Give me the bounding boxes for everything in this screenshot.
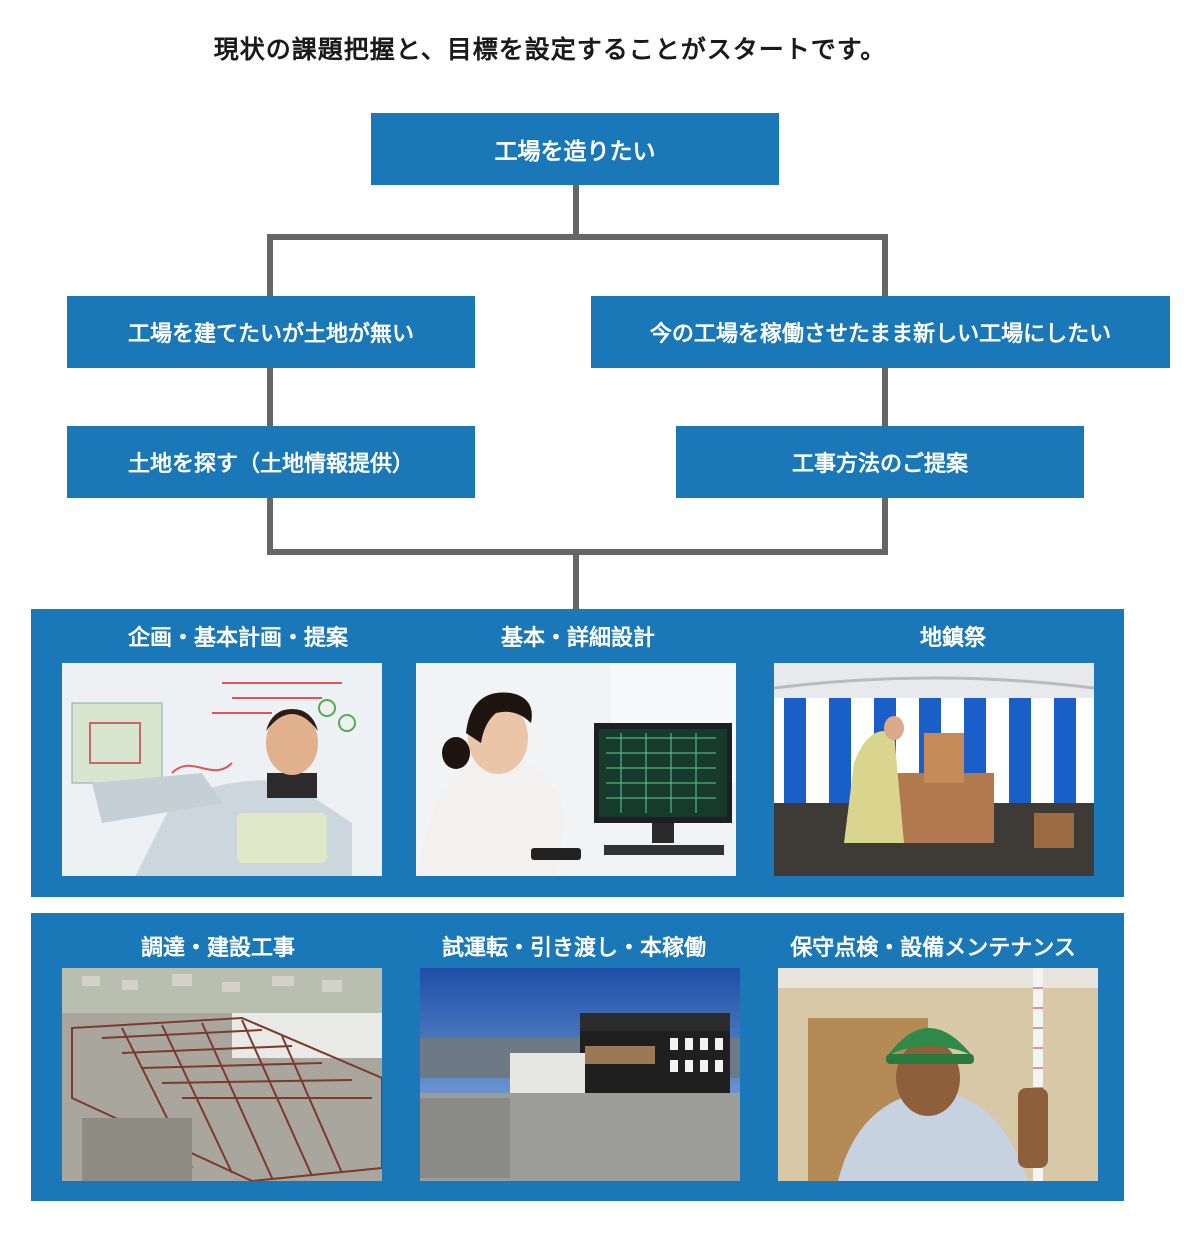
step-title-design: 基本・詳細設計 [500, 626, 655, 651]
step-title-ceremony: 地鎮祭 [919, 626, 986, 651]
connector-root-down [573, 185, 579, 237]
connector-top-horizontal [267, 234, 888, 240]
step-title-planning: 企画・基本計画・提案 [127, 626, 348, 651]
flow-left-sub-box: 土地を探す（土地情報提供） [67, 426, 475, 498]
connector-right-down [882, 234, 888, 296]
cad-design-photo [416, 663, 736, 876]
construction-site-aerial-photo [62, 968, 382, 1181]
flow-left-branch-box: 工場を建てたいが土地が無い [67, 296, 475, 368]
maintenance-inspection-photo [778, 968, 1098, 1181]
step-title-maintenance: 保守点検・設備メンテナンス [790, 936, 1076, 961]
connector-left-down [267, 234, 273, 296]
connector-right-lower [882, 498, 888, 553]
step-title-construction: 調達・建設工事 [140, 936, 295, 961]
step-title-handover: 試運転・引き渡し・本稼働 [441, 936, 706, 961]
planning-meeting-photo [62, 663, 382, 876]
connector-right-middle [882, 368, 888, 426]
flow-right-branch-box: 今の工場を稼働させたまま新しい工場にしたい [591, 296, 1170, 368]
flow-right-sub-box: 工事方法のご提案 [676, 426, 1084, 498]
groundbreaking-ceremony-photo [774, 663, 1094, 876]
page-headline: 現状の課題把握と、目標を設定することがスタートです。 [213, 35, 887, 64]
connector-left-middle [267, 368, 273, 426]
flow-root-box: 工場を造りたい [371, 113, 779, 185]
connector-left-lower [267, 498, 273, 553]
connector-to-steps [573, 549, 579, 611]
completed-factory-photo [420, 968, 740, 1181]
